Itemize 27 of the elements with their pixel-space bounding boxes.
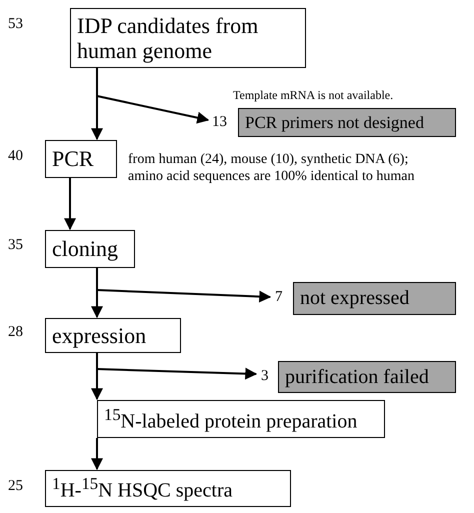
process-box: $^{1}$H-$^{15}$N HSQC spectra [45,470,291,507]
arrow [96,368,258,380]
count-number: 7 [275,288,282,306]
count-number: 13 [212,113,227,131]
count-number: 53 [8,15,23,33]
count-number: 25 [8,477,23,495]
count-number: 35 [8,236,23,254]
excluded-box: not expressed [293,282,456,315]
process-box: expression [45,318,181,353]
arrow [96,289,272,303]
excluded-box: purification failed [278,361,456,393]
process-box: PCR [45,140,117,178]
arrow [91,438,103,470]
excluded-box: PCR primers not designed [238,108,456,137]
process-box: $^{15}$N-labeled protein preparation [97,400,385,438]
note-text: from human (24), mouse (10), synthetic DNA (6); amino acid sequences are 100% identical to human [128,152,416,186]
arrow [96,95,210,124]
process-box: IDP candidates from human genome [70,8,306,68]
process-box: cloning [45,230,135,268]
arrow [64,178,76,230]
count-number: 3 [261,367,268,385]
note-text: Template mRNA is not available. [233,88,394,102]
arrow [91,268,103,318]
arrow [91,68,103,140]
arrow [91,353,103,400]
count-number: 28 [8,323,23,341]
count-number: 40 [8,147,23,165]
